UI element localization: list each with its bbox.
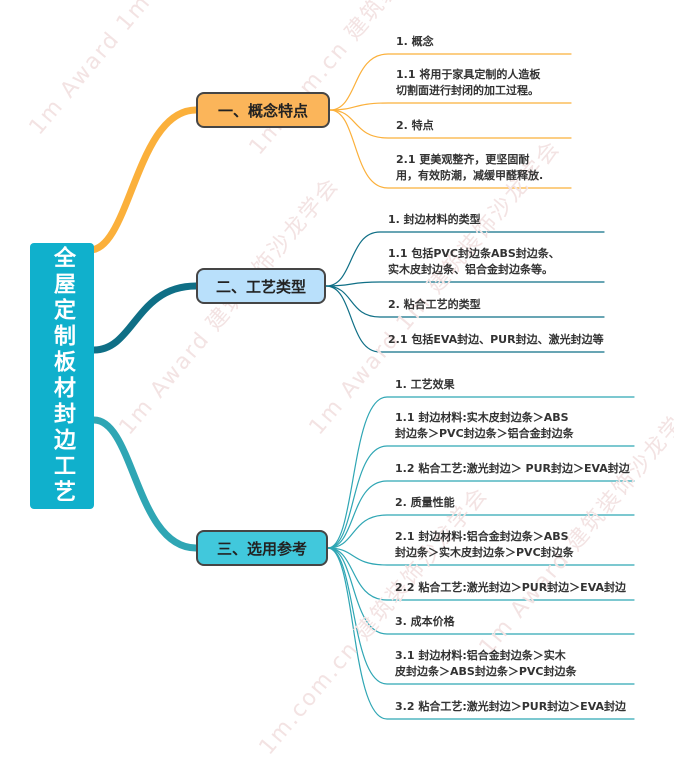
leaf-text[interactable]: 2.1 更美观整齐，更坚固耐 — [396, 153, 530, 166]
leaf-text[interactable]: 皮封边条＞ABS封边条＞PVC封边条 — [395, 665, 577, 678]
branch-topic-label: 一、概念特点 — [217, 101, 308, 120]
branch-topic-label: 二、工艺类型 — [215, 277, 306, 296]
leaf-text[interactable]: 2. 粘合工艺的类型 — [388, 298, 481, 311]
branch-topic-label: 三、选用参考 — [216, 539, 307, 558]
leaf-text[interactable]: 实木皮封边条、铝合金封边条等。 — [388, 263, 553, 276]
leaf-connector — [329, 109, 572, 139]
leaf-text[interactable]: 1.2 粘合工艺:激光封边＞ PUR封边＞EVA封边 — [395, 462, 630, 475]
leaf-connector — [325, 285, 605, 353]
leaf-connector — [325, 281, 605, 287]
leaf-connector — [327, 547, 635, 566]
leaf-text[interactable]: 封边条＞PVC封边条＞铝合金封边条 — [395, 427, 574, 440]
leaf-connector — [327, 547, 635, 635]
leaf-connector — [329, 109, 572, 189]
branch-topic[interactable]: 二、工艺类型 — [196, 268, 326, 304]
branch-topic[interactable]: 一、概念特点 — [196, 92, 330, 128]
leaf-text[interactable]: 1.1 封边材料:实木皮封边条＞ABS — [395, 411, 569, 424]
branch-connector — [90, 282, 200, 354]
leaf-text[interactable]: 封边条＞实木皮封边条＞PVC封边条 — [395, 546, 574, 559]
branch-topic[interactable]: 三、选用参考 — [196, 530, 328, 566]
leaf-connector — [329, 53, 572, 111]
root-topic[interactable]: 全屋定制板材封边工艺 — [30, 243, 94, 509]
leaf-connector — [327, 480, 635, 549]
leaf-text[interactable]: 1.1 将用于家具定制的人造板 — [396, 68, 541, 81]
leaf-connector — [327, 514, 635, 549]
leaf-connector — [329, 102, 572, 111]
root-topic-label: 全屋定制板材封边工艺 — [50, 246, 75, 506]
leaf-connector — [327, 547, 635, 720]
leaf-text[interactable]: 2.1 包括EVA封边、PUR封边、激光封边等 — [388, 333, 604, 346]
leaf-text[interactable]: 1.1 包括PVC封边条ABS封边条、 — [388, 247, 560, 260]
leaf-connector — [327, 445, 635, 549]
leaf-text[interactable]: 2. 质量性能 — [395, 496, 455, 509]
leaf-text[interactable]: 1. 封边材料的类型 — [388, 213, 481, 226]
leaf-connector — [325, 285, 605, 318]
leaf-text[interactable]: 切割面进行封闭的加工过程。 — [396, 84, 539, 97]
branch-connector — [90, 416, 200, 552]
leaf-text[interactable]: 2. 特点 — [396, 119, 434, 132]
branch-connector — [86, 106, 200, 254]
leaf-connector — [325, 231, 605, 287]
leaf-text[interactable]: 3.1 封边材料:铝合金封边条＞实木 — [395, 649, 566, 662]
leaf-connector — [327, 547, 635, 685]
leaf-text[interactable]: 1. 工艺效果 — [395, 378, 455, 391]
leaf-text[interactable]: 用，有效防潮，减缓甲醛释放. — [396, 169, 544, 182]
leaf-text[interactable]: 3.2 粘合工艺:激光封边＞PUR封边＞EVA封边 — [395, 700, 626, 713]
leaf-text[interactable]: 1. 概念 — [396, 35, 434, 48]
leaf-connector — [327, 396, 635, 549]
leaf-connector — [327, 547, 635, 601]
leaf-text[interactable]: 2.2 粘合工艺:激光封边＞PUR封边＞EVA封边 — [395, 581, 626, 594]
leaf-text[interactable]: 2.1 封边材料:铝合金封边条＞ABS — [395, 530, 569, 543]
leaf-text[interactable]: 3. 成本价格 — [395, 615, 455, 628]
